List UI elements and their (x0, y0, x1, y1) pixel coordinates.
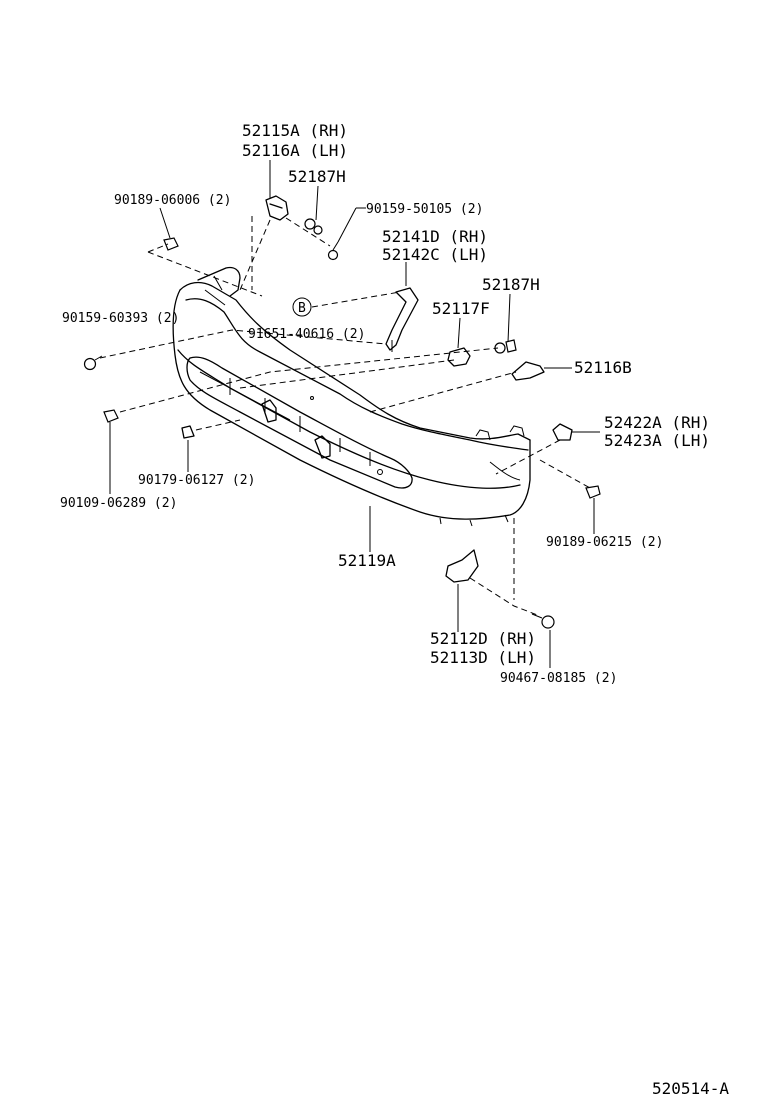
pad-52422A-icon (552, 423, 573, 441)
label-52422A: 52422A (RH) (604, 413, 710, 432)
retainer-52187H-top-icon (304, 218, 323, 235)
screw-90159-60393-icon (83, 355, 103, 371)
label-90159-50105: 90159-50105 (2) (366, 202, 483, 217)
bracket-52115A-icon (265, 195, 289, 221)
clip-90189-06006-icon (163, 237, 179, 251)
bracket-52112D-icon (445, 549, 479, 583)
screw-90159-50105-icon (327, 241, 339, 261)
bumper-cover (172, 266, 531, 527)
label-91651-40616: 91651-40616 (2) (248, 327, 365, 342)
label-52141D: 52141D (RH) (382, 227, 488, 246)
leader-lines (109, 160, 600, 668)
label-52115A: 52115A (RH) (242, 121, 348, 140)
label-ref-b: B (298, 301, 306, 316)
screw-90109-06289-icon (103, 409, 119, 423)
label-90159-60393: 90159-60393 (2) (62, 311, 179, 326)
label-52117F: 52117F (432, 299, 490, 318)
label-52187H-top: 52187H (288, 167, 346, 186)
label-52116B: 52116B (574, 358, 632, 377)
clip-90467-08185-icon (531, 613, 555, 629)
label-90467-08185: 90467-08185 (2) (500, 671, 617, 686)
label-52423A: 52423A (LH) (604, 431, 710, 450)
label-52113D: 52113D (LH) (430, 648, 536, 667)
label-52187H-right: 52187H (482, 275, 540, 294)
label-90109-06289: 90109-06289 (2) (60, 496, 177, 511)
retainer-52187H-right-icon (494, 339, 517, 354)
label-52116A: 52116A (LH) (242, 141, 348, 160)
label-52112D: 52112D (RH) (430, 629, 536, 648)
ref-b-icon (292, 297, 312, 317)
label-52119A: 52119A (338, 551, 396, 570)
label-52142C: 52142C (LH) (382, 245, 488, 264)
nut-90179-06127-icon (181, 425, 195, 439)
figure-code: 520514-A (652, 1079, 729, 1098)
clip-52117F-icon (447, 347, 471, 367)
part-labels: 52115A (RH) 52116A (LH) 52187H 90159-501… (60, 121, 729, 1098)
label-90189-06006: 90189-06006 (2) (114, 193, 231, 208)
label-90179-06127: 90179-06127 (2) (138, 473, 255, 488)
clip-90189-06215-icon (585, 485, 601, 499)
label-90189-06215: 90189-06215 (2) (546, 535, 663, 550)
reinforcement-52141D-icon (385, 287, 419, 351)
clip-52116B-icon (511, 361, 545, 381)
dashed-lines (99, 216, 591, 617)
